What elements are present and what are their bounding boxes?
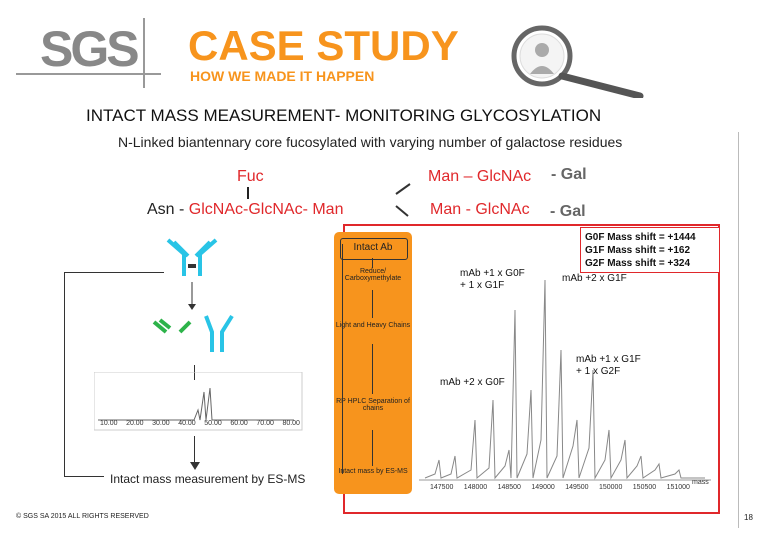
- magnifier-icon: [511, 25, 644, 98]
- peak-label-2: mAb +2 x G1F: [562, 273, 627, 284]
- flow-step-chains: Light and Heavy Chains: [335, 322, 411, 329]
- peak-label-1: mAb +1 x G0F + 1 x G1F: [460, 268, 525, 292]
- fuc-link: [247, 187, 249, 199]
- glycan-gal-bottom: - Gal: [550, 203, 586, 220]
- flow-step-hplc: RP HPLC Separation of chains: [336, 398, 410, 412]
- sgs-logo: SGS: [40, 21, 140, 77]
- connector-vertical: [64, 272, 65, 476]
- page-title: INTACT MASS MEASUREMENT- MONITORING GLYC…: [86, 106, 602, 125]
- spectrum-tick: 149500: [565, 484, 589, 491]
- antibody-diagram: [152, 238, 234, 352]
- hplc-tick: 70.00: [256, 420, 274, 427]
- glycan-core: GlcNAc-GlcNAc- Man: [188, 201, 344, 218]
- hplc-tick: 80.00: [282, 420, 300, 427]
- hplc-x-axis: 10.00 20.00 30.00 40.00 50.00 60.00 70.0…: [100, 420, 300, 427]
- connector-bottom: [64, 476, 104, 477]
- arrow-head-2: [190, 462, 200, 470]
- right-divider: [738, 132, 739, 528]
- glycan-branch-bottom: Man - GlcNAc: [430, 201, 530, 218]
- spectrum-tick: 150500: [632, 484, 657, 491]
- peak-label-1-line1: mAb +1 x G0F: [460, 268, 525, 279]
- hplc-tick: 60.00: [230, 420, 248, 427]
- spectrum-tick: 150000: [598, 484, 623, 491]
- glycan-gal-top: - Gal: [551, 166, 587, 183]
- page-number: 18: [744, 513, 753, 522]
- spectrum-tick: 149000: [531, 484, 555, 491]
- peak-label-3: mAb +1 x G1F + 1 x G2F: [576, 354, 641, 378]
- peak-label-1-line2: + 1 x G1F: [460, 280, 505, 291]
- case-study-title: CASE STUDY: [188, 22, 459, 69]
- workflow-panel: Intact Ab Reduce/ Carboxymethylate Light…: [334, 232, 412, 494]
- connector-top: [64, 272, 164, 273]
- logo-divider-vertical: [143, 18, 145, 88]
- peak-label-3-line2: + 1 x G2F: [576, 366, 621, 377]
- flow-step-esms: Intact mass by ES-MS: [338, 468, 408, 475]
- copyright-footer: © SGS SA 2015 ALL RIGHTS RESERVED: [16, 513, 149, 520]
- hplc-tick: 20.00: [126, 420, 144, 427]
- hplc-tick: 30.00: [152, 420, 170, 427]
- case-study-subtitle: HOW WE MADE IT HAPPEN: [190, 68, 375, 84]
- arrow-down-2: [194, 436, 195, 466]
- flow-step-reduce: Reduce/ Carboxymethylate: [344, 268, 402, 282]
- hplc-chromatogram: [94, 372, 303, 431]
- spectrum-tick: 148500: [497, 484, 521, 491]
- spectrum-tick: 147500: [430, 484, 454, 491]
- spectrum-x-axis: 147500 148000 148500 149000 149500 15000…: [430, 484, 690, 491]
- hplc-tick: 50.00: [204, 420, 222, 427]
- spectrum-tick: 148000: [463, 484, 488, 491]
- peak-label-3-line1: mAb +1 x G1F: [576, 354, 641, 365]
- glycan-branch-top: Man – GlcNAc: [428, 168, 532, 185]
- hplc-tick: 40.00: [178, 420, 196, 427]
- mass-shift-g1f: G1F Mass shift = +162: [585, 245, 691, 256]
- bottom-label: Intact mass measurement by ES-MS: [110, 472, 306, 486]
- glycan-fuc: Fuc: [237, 168, 264, 185]
- peak-label-4: mAb +2 x G0F: [440, 377, 505, 388]
- logo-divider-horizontal: [16, 73, 161, 75]
- glycan-chain: Asn - GlcNAc-GlcNAc- Man: [147, 201, 344, 218]
- mass-spectrum: [419, 279, 711, 481]
- spectrum-tick: 151000: [666, 484, 690, 491]
- hplc-tick: 10.00: [100, 420, 118, 427]
- flow-step-intact: Intact Ab: [353, 242, 393, 253]
- mass-shift-g2f: G2F Mass shift = +324: [585, 258, 691, 269]
- spectrum-unit: mass: [692, 479, 709, 486]
- mass-shift-g0f: G0F Mass shift = +1444: [585, 232, 696, 243]
- mass-shift-box: G0F Mass shift = +1444 G1F Mass shift = …: [580, 227, 720, 273]
- page-subtitle: N-Linked biantennary core fucosylated wi…: [118, 134, 623, 150]
- branch-lines: [395, 183, 411, 217]
